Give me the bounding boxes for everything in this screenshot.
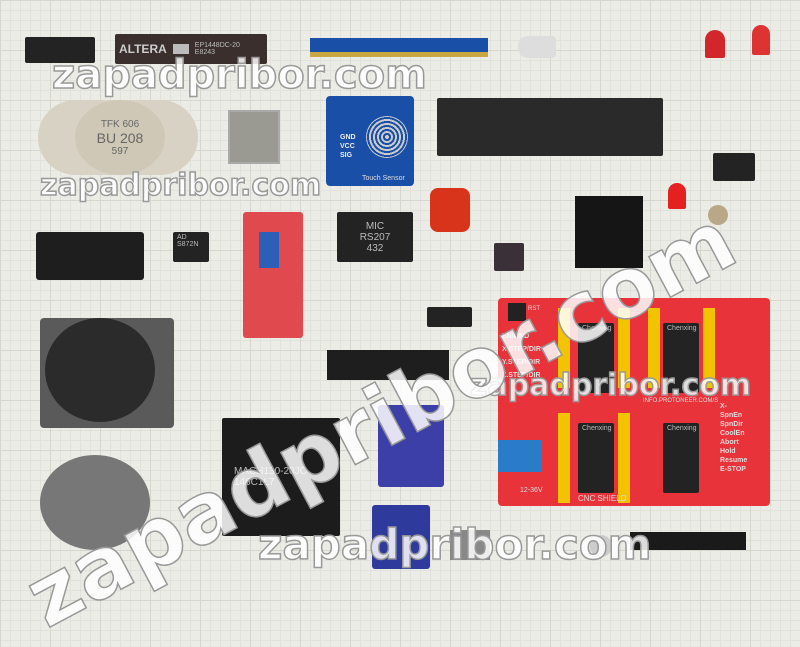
potentiometer [259,232,279,268]
slide-pot [450,530,490,560]
cnc-left-labels: EN/GND X.STEP/DIR Y.STEP/DIR Z.STEP/DIR [502,333,541,379]
stepper-driver-cap: Chenxing [578,323,614,393]
label-y: Y.STEP/DIR [502,359,541,366]
cnc-title: CNC SHIELD [578,494,627,503]
red-varistor [430,188,470,232]
watermark: zapadpribor.com [257,519,652,570]
mach-code: 146C1L7 [234,477,275,488]
touch-pin-labels: GND VCC SIG [340,134,356,159]
cnc-reset-label: RST [528,306,540,312]
driver-label: Chenxing [582,425,612,432]
pin-sig-label: SIG [340,152,353,159]
cnc-shield: Chenxing Chenxing Chenxing Chenxing EN/G… [498,298,770,506]
imu-module [378,405,444,487]
jumper-block [575,196,643,268]
label-coolen: CoolEn [720,430,745,437]
stepper-driver-cap: Chenxing [663,423,699,493]
mach-part: MACH130-20JC [234,466,307,477]
altera-part: EP1448DC-20 [194,42,240,49]
trimmer [590,535,612,557]
driver-label: Chenxing [667,425,697,432]
yellow-header [558,413,570,503]
eprom-window [172,44,189,54]
ad-chip: AD S872N [173,232,209,262]
altera-brand: ALTERA [119,42,167,56]
transistor-line3: 597 [111,145,129,157]
sound-sensor-module [243,212,303,338]
soic-chip-2 [427,307,472,327]
bridge-rectifier: MIC RS207 432 [337,212,413,262]
cnc-right-labels: X- SpnEn SpnDir CoolEn Abort Hold Resume… [720,403,747,473]
stepper-driver-cap: Chenxing [578,423,614,493]
touch-sensor-module: GND VCC SIG Touch Sensor [326,96,414,186]
red-led [752,25,770,55]
clear-led [518,36,556,58]
label-spndir: SpnDir [720,421,743,428]
mach-plcc-chip: MACH130-20JC 146C1L7 [222,418,340,536]
smd-chip [25,37,95,63]
driver-label: Chenxing [667,325,697,332]
bridge-brand: MIC [365,220,385,232]
red-led-small [668,183,686,209]
pin-vcc-label: VCC [340,143,355,150]
bridge-part: RS207 [359,231,391,243]
breakout-module [372,505,430,569]
ad-line1: AD [177,234,187,241]
edge-connector [310,38,488,57]
label-estop: E-STOP [720,466,746,473]
transistor-line1: TFK 606 [100,118,140,130]
label-hold: Hold [720,448,736,455]
dip40-chip [437,98,663,156]
label-x: X.STEP/DIR [502,346,541,353]
reset-button [508,303,526,321]
watermark: zapadpribor.com [51,51,427,99]
yellow-header [618,413,630,503]
soic-chip [713,153,755,181]
watermark: zapadpribor.com [469,367,752,404]
metal-transistor [708,205,728,225]
flatpack-ic [228,110,280,164]
pin-gnd-label: GND [340,134,356,141]
label-abort: Abort [720,439,739,446]
label-resume: Resume [720,457,748,464]
pin-header [630,532,746,550]
bridge-code: 432 [366,242,384,254]
transistor-can: TFK 606 BU 208 597 [75,100,165,175]
label-z: Z.STEP/DIR [502,372,541,379]
stepper-driver-cap: Chenxing [663,323,699,393]
cnc-voltage: 12-36V [520,487,543,494]
watermark: zapadpribor.com [39,167,322,204]
cnc-url: INFO.PROTONEER.COM/S [643,398,719,404]
yellow-header [618,308,630,388]
ic-socket [36,232,144,280]
power-terminal [498,440,542,472]
label-en-gnd: EN/GND [502,333,530,340]
label-spnen: SpnEn [720,412,743,419]
yellow-header [558,308,570,388]
ic-socket-2 [327,350,449,380]
red-led [705,30,725,58]
touch-label: Touch Sensor [362,175,405,182]
touch-pad [366,116,408,158]
yellow-header [703,308,715,388]
label-x-minus: X- [720,403,727,410]
oscillator [494,243,524,271]
driver-label: Chenxing [582,325,612,332]
ad-line2: S872N [177,241,199,248]
yellow-header [648,308,660,388]
rotary-encoder [40,455,150,550]
altera-code: E8243 [194,49,216,56]
transistor-line2: BU 208 [96,129,144,146]
joystick-knob [45,318,155,422]
